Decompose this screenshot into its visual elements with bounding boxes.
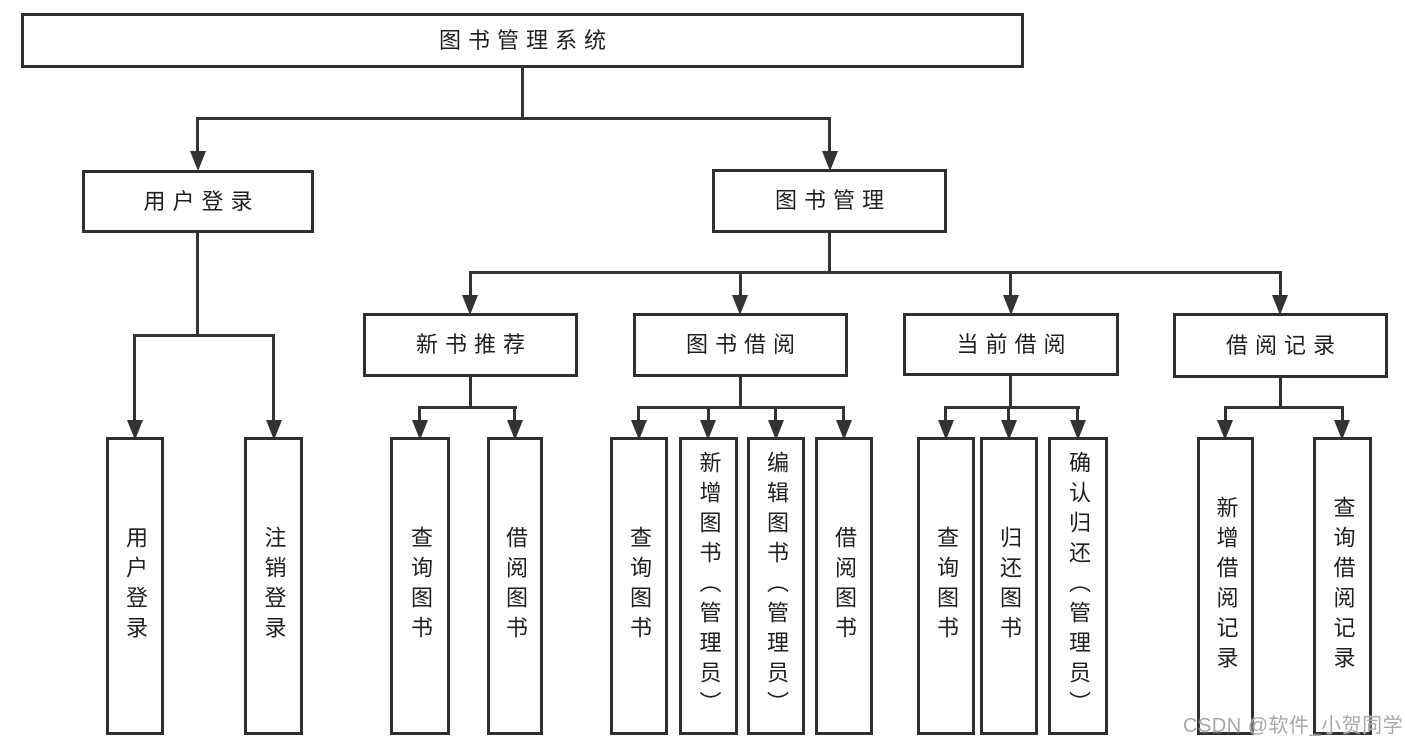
node-book-management: 图书管理 [712,169,947,233]
connector-drop-bb-query [637,408,640,422]
arrow-bb-edit [768,420,784,440]
leaf-bb-borrow-books: 借阅图书 [815,437,873,735]
connector-drop-new-book [469,273,472,297]
connector-user-login-stem [196,233,199,336]
connector-drop-user-login [196,119,199,155]
connector-new-book-rail [418,406,517,409]
arrow-cb-return [1001,420,1017,440]
connector-book-mgmt-stem [828,233,831,273]
leaf-cb-return-books: 归还图书 [980,437,1038,735]
connector-user-login-rail [133,334,275,337]
arrow-new-book [462,295,478,315]
leaf-bb-add-books-admin: 新增图书（管理员） [679,437,738,735]
leaf-user-login: 用户登录 [106,437,164,735]
node-user-login: 用户登录 [82,170,314,233]
arrow-bb-query [631,420,647,440]
leaf-nb-borrow-books: 借阅图书 [487,437,543,735]
leaf-bb-query-books: 查询图书 [610,437,668,735]
arrow-book-borrow [732,295,748,315]
node-book-borrowing: 图书借阅 [633,313,848,377]
connector-drop-current-borrow [1009,273,1012,297]
connector-drop-nb-borrow [513,408,516,422]
connector-book-mgmt-rail [469,271,1282,274]
leaf-cb-return-books-label: 归还图书 [997,526,1022,646]
arrow-login-leaf [127,420,143,440]
leaf-cb-query-books: 查询图书 [917,437,975,735]
connector-root-rail [196,117,831,120]
leaf-bb-query-books-label: 查询图书 [627,526,652,646]
connector-current-rail [944,406,1080,409]
arrow-bb-borrow [836,420,852,440]
connector-drop-rec-add [1224,408,1227,422]
connector-records-rail [1224,406,1344,409]
connector-drop-borrow-records [1279,273,1282,297]
connector-drop-nb-query [418,408,421,422]
connector-drop-bb-edit [774,408,777,422]
node-borrowing-records: 借阅记录 [1173,313,1388,378]
arrow-user-login [190,151,206,171]
arrow-rec-query [1334,420,1350,440]
node-current-borrowing: 当前借阅 [903,313,1119,376]
leaf-nb-query-books: 查询图书 [390,437,450,735]
leaf-cb-confirm-return-admin-label: 确认归还（管理员） [1066,451,1091,721]
connector-root-stem [521,68,524,119]
leaf-rec-query-record-label: 查询借阅记录 [1330,496,1356,676]
leaf-rec-query-record: 查询借阅记录 [1313,437,1372,735]
leaf-bb-edit-books-admin-label: 编辑图书（管理员） [764,451,789,721]
arrow-borrow-records [1272,295,1288,315]
connector-drop-bb-borrow [842,408,845,422]
connector-drop-logout-leaf [272,336,275,422]
leaf-cb-confirm-return-admin: 确认归还（管理员） [1048,437,1108,735]
node-new-book-recommend: 新书推荐 [363,313,578,377]
leaf-logout: 注销登录 [244,437,303,735]
arrow-nb-borrow [507,420,523,440]
arrow-cb-confirm [1070,420,1086,440]
connector-new-book-stem [469,377,472,408]
connector-book-borrow-stem [739,377,742,408]
connector-records-stem [1279,378,1282,408]
connector-current-stem [1009,376,1012,408]
connector-drop-login-leaf [133,336,136,422]
node-library-system: 图书管理系统 [21,13,1024,68]
leaf-nb-query-books-label: 查询图书 [408,526,433,646]
connector-drop-cb-query [944,408,947,422]
arrow-bb-add [700,420,716,440]
connector-drop-book-borrow [739,273,742,297]
leaf-nb-borrow-books-label: 借阅图书 [503,526,528,646]
arrow-cb-query [938,420,954,440]
leaf-cb-query-books-label: 查询图书 [934,526,959,646]
connector-drop-cb-confirm [1076,408,1079,422]
arrow-book-mgmt [822,151,838,171]
leaf-rec-add-record: 新增借阅记录 [1197,437,1254,735]
leaf-logout-label: 注销登录 [261,526,287,646]
connector-drop-cb-return [1007,408,1010,422]
connector-book-borrow-rail [637,406,845,409]
arrow-rec-add [1217,420,1233,440]
leaf-user-login-label: 用户登录 [123,526,148,646]
arrow-nb-query [412,420,428,440]
arrow-logout-leaf [266,420,282,440]
leaf-rec-add-record-label: 新增借阅记录 [1213,496,1239,676]
leaf-bb-edit-books-admin: 编辑图书（管理员） [747,437,805,735]
connector-drop-book-mgmt [828,119,831,155]
arrow-current-borrow [1003,295,1019,315]
connector-drop-rec-query [1341,408,1344,422]
leaf-bb-borrow-books-label: 借阅图书 [832,526,857,646]
csdn-watermark: CSDN @软件_小贺同学 [1183,715,1404,737]
connector-drop-bb-add [707,408,710,422]
leaf-bb-add-books-admin-label: 新增图书（管理员） [696,451,722,721]
